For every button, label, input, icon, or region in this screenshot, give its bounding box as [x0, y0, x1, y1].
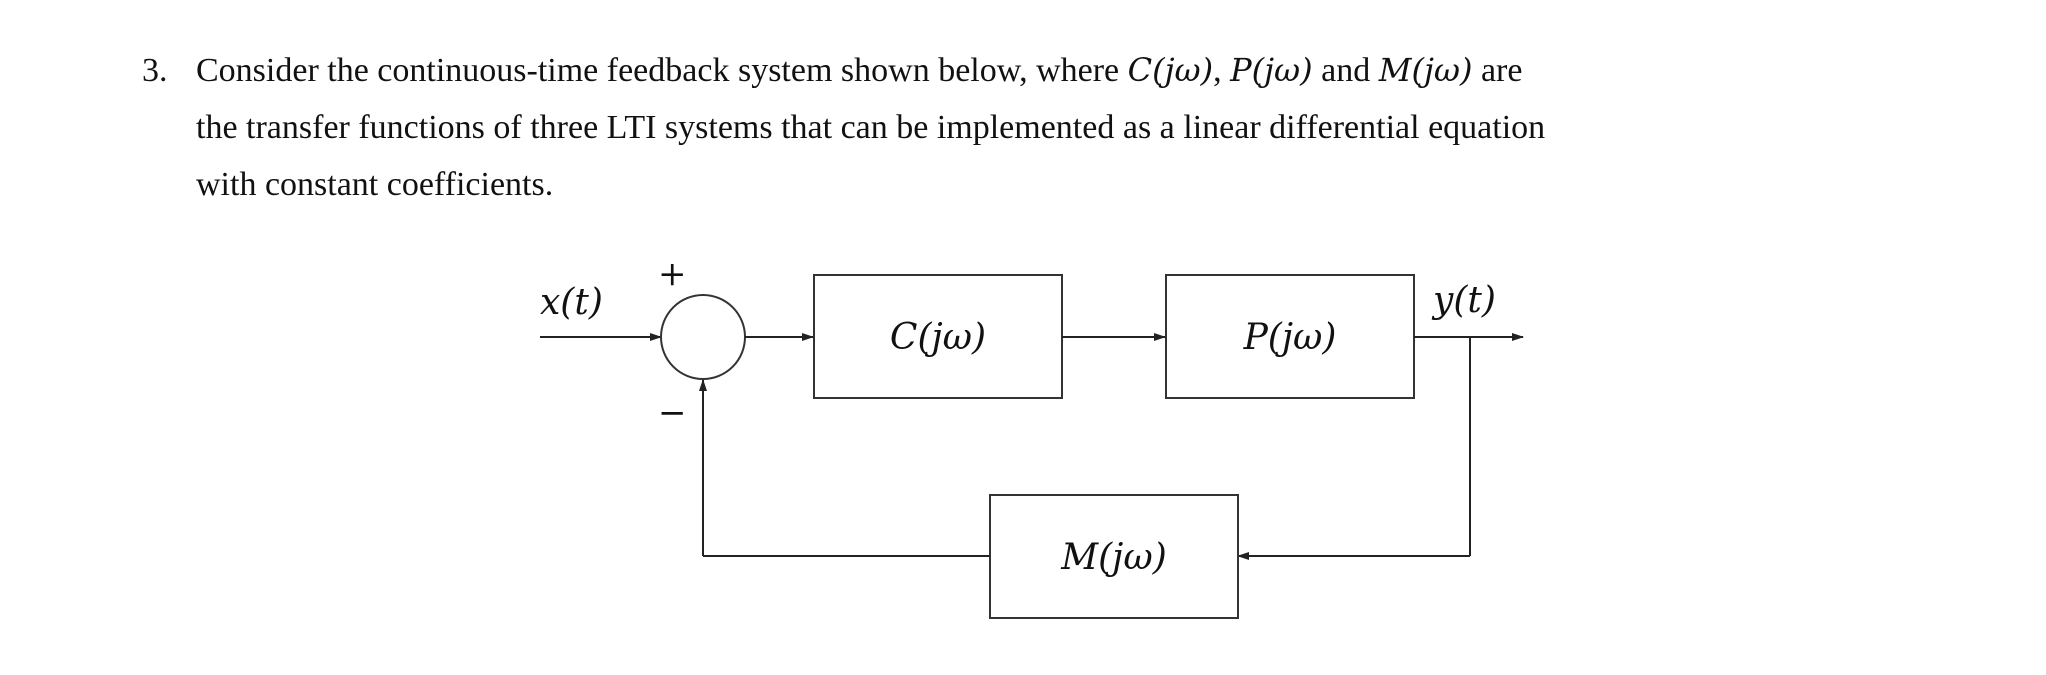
problem-text-intro: Consider the continuous-time feedback sy… — [196, 52, 1120, 89]
minus-sign: − — [658, 393, 687, 433]
block-m-label: M(jω) — [1060, 537, 1166, 578]
block-p-label: P(jω) — [1243, 317, 1337, 358]
comma: , — [1213, 52, 1222, 89]
output-label: y(t) — [1431, 280, 1496, 321]
problem-line-3: with constant coefficients. — [196, 166, 554, 203]
feedback-block-m — [989, 494, 1239, 619]
plus-sign: + — [658, 254, 687, 294]
problem-number: 3. — [142, 52, 168, 89]
block-c-label: C(jω) — [890, 317, 986, 358]
symbol-M: M — [1378, 51, 1412, 89]
problem-line-2: the transfer functions of three LTI syst… — [196, 109, 1546, 146]
input-label: x(t) — [540, 282, 603, 323]
symbol-jw: (jω) — [1411, 51, 1473, 89]
symbol-P: P — [1230, 51, 1252, 89]
controller-block-c — [813, 274, 1063, 399]
symbol-jw: (jω) — [1152, 51, 1214, 89]
word-and: and — [1321, 52, 1371, 89]
symbol-jw: (jω) — [1251, 51, 1313, 89]
summing-junction — [660, 294, 746, 380]
word-are: are — [1480, 52, 1523, 89]
problem-line-1: Consider the continuous-time feedback sy… — [196, 42, 1522, 99]
symbol-C: C — [1127, 51, 1153, 89]
